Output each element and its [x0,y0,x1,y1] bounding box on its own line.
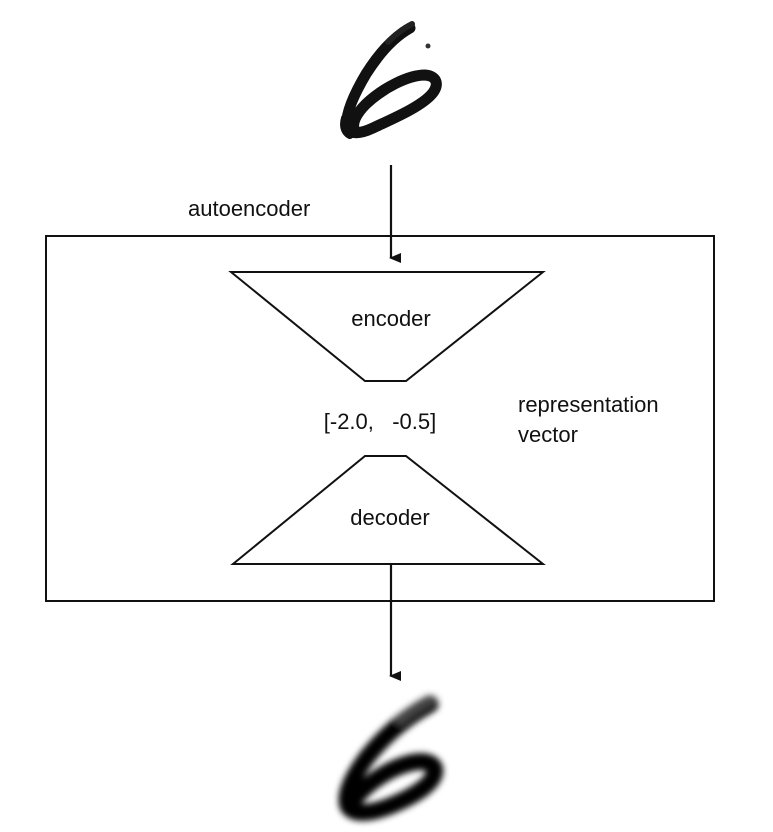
decoder-label: decoder [350,505,430,530]
decoder-shape [230,455,546,565]
input-digit-image [340,21,442,139]
output-digit-image [338,695,444,821]
autoencoder-label: autoencoder [188,196,310,221]
representation-label-line2: vector [518,422,578,447]
autoencoder-box [45,235,715,602]
representation-label-line1: representation [518,392,659,417]
representation-values: [-2.0, -0.5] [324,409,437,434]
encoder-label: encoder [351,306,431,331]
encoder-shape [228,271,546,382]
